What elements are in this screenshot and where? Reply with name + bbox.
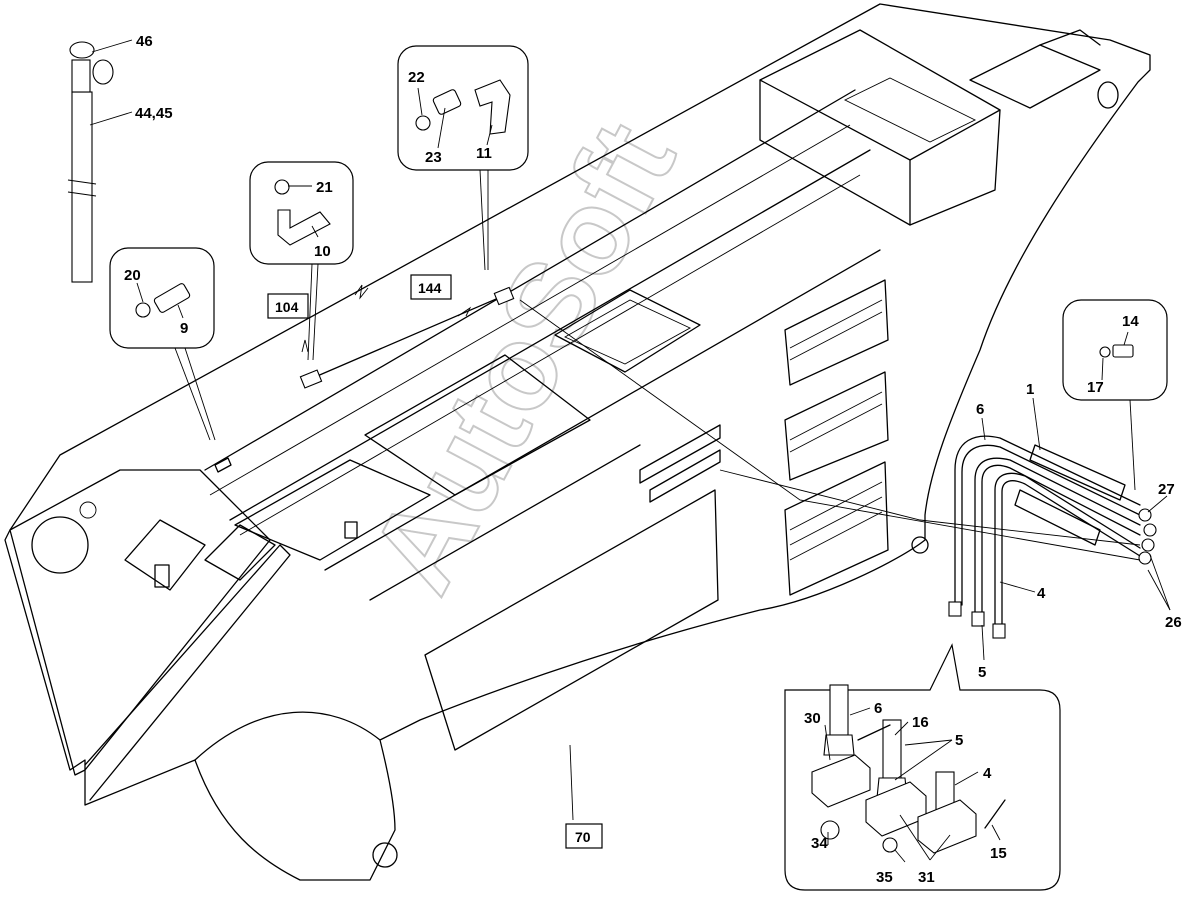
- label-46: 46: [136, 33, 153, 50]
- label-10: 10: [314, 243, 331, 260]
- callout-bubble-22-23-11: [397, 45, 529, 271]
- label-14: 14: [1122, 313, 1139, 330]
- label-27: 27: [1158, 481, 1175, 498]
- detail-label-6: 6: [874, 700, 882, 717]
- label-11: 11: [476, 145, 492, 162]
- arrow-mark-2: [457, 306, 472, 317]
- hydraulic-pipes: [214, 286, 1157, 639]
- detail-label-16: 16: [912, 714, 929, 731]
- label-4: 4: [1037, 585, 1046, 602]
- detail-label-5: 5: [955, 732, 963, 749]
- boxed-references: 104 144 70: [267, 274, 603, 849]
- label-9: 9: [180, 320, 188, 337]
- detail-label-31: 31: [918, 869, 935, 886]
- label-23: 23: [425, 149, 442, 166]
- label-44-45: 44,45: [135, 105, 173, 122]
- detail-label-34: 34: [811, 835, 828, 852]
- detail-label-30: 30: [804, 710, 821, 727]
- label-20: 20: [124, 267, 141, 284]
- callout-bubble-21-10: [249, 161, 354, 361]
- detail-label-15: 15: [990, 845, 1007, 862]
- label-22: 22: [408, 69, 425, 86]
- label-1: 1: [1026, 381, 1034, 398]
- break-mark: [354, 284, 369, 300]
- ref-144: 144: [418, 280, 442, 296]
- label-5: 5: [978, 664, 986, 681]
- detail-label-35: 35: [876, 869, 893, 886]
- callout-bubble-20-9: [109, 247, 216, 441]
- frame-body: [4, 3, 1151, 881]
- callout-bubble-14-17: [1062, 299, 1168, 491]
- callout-bubble-clamps: [784, 643, 1061, 891]
- detail-label-4: 4: [983, 765, 992, 782]
- leader-lines: [89, 39, 1171, 863]
- label-6: 6: [976, 401, 984, 418]
- ref-70: 70: [575, 829, 591, 845]
- vent-tube-assembly: [67, 41, 114, 283]
- part-labels: 46 44,45 22 23 11 21 10 20 9 14 17 1 6 2…: [124, 33, 1182, 886]
- label-21: 21: [316, 179, 333, 196]
- ref-104: 104: [275, 299, 299, 315]
- label-26: 26: [1165, 614, 1182, 631]
- label-17: 17: [1087, 379, 1104, 396]
- arrow-mark: [301, 339, 309, 353]
